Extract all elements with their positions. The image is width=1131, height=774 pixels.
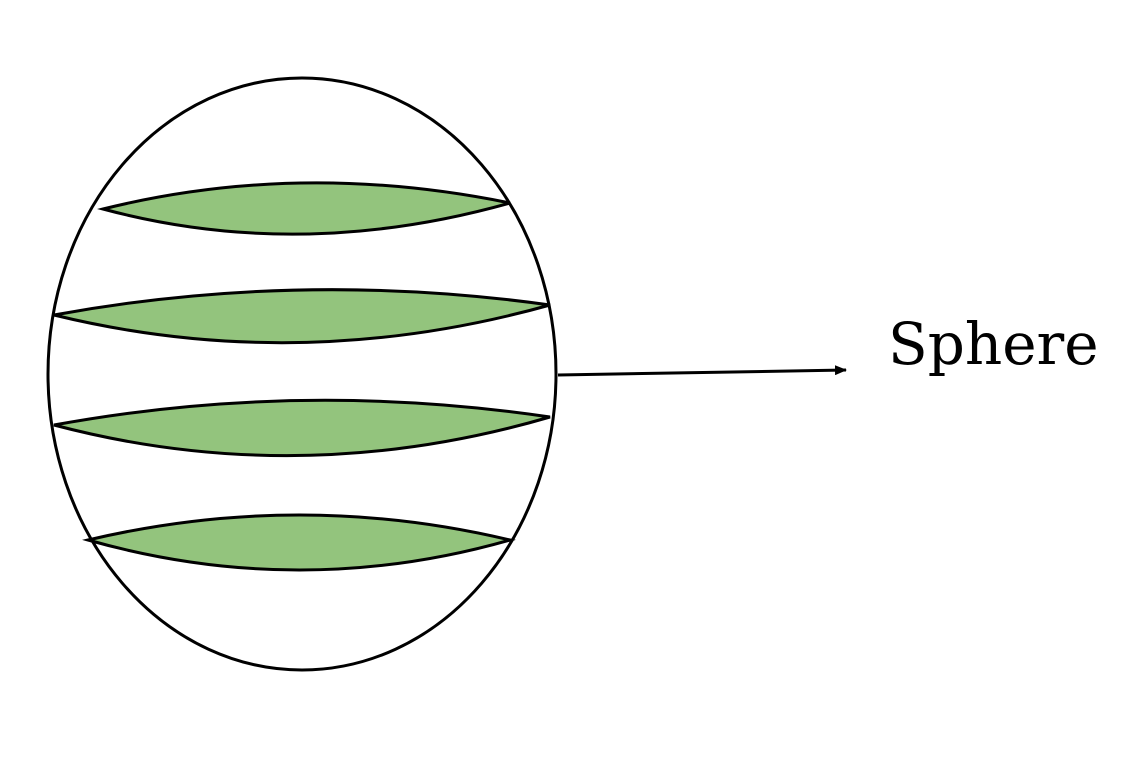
cross-section-disc [97,181,511,236]
cross-section-disc [53,288,551,345]
pointer-arrow [557,365,847,377]
sphere-outline [46,76,558,672]
cross-section-disc [82,513,516,572]
sphere-label: Sphere [888,310,1099,378]
cross-section-disc [53,398,551,458]
